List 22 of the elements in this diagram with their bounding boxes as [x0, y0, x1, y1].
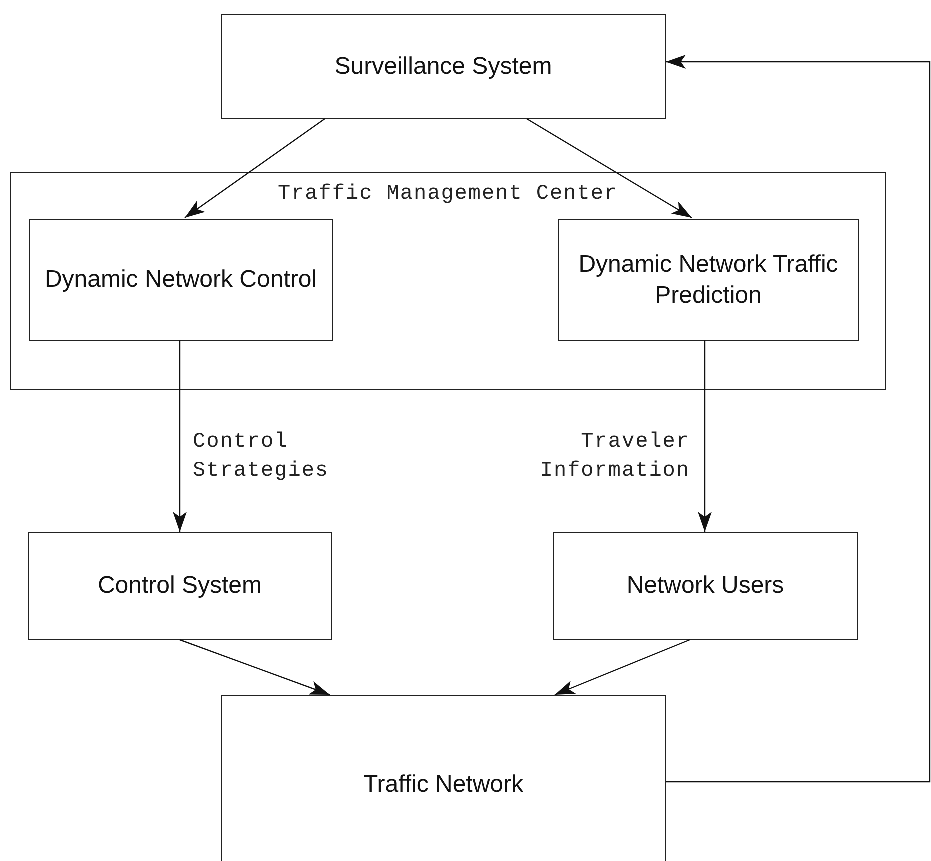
- arrow: [184, 118, 326, 218]
- arrow: [526, 118, 692, 219]
- edge-label: Control Strategies: [193, 430, 330, 486]
- arrow: [666, 55, 931, 783]
- arrow: [180, 639, 330, 696]
- process-box: [221, 14, 666, 119]
- process-box: [221, 695, 666, 861]
- edge-label: Traveler Information: [539, 430, 690, 486]
- arrow: [698, 340, 712, 532]
- box-label: Surveillance System: [334, 52, 552, 82]
- process-box: [553, 532, 858, 640]
- box-label: Traffic Network: [363, 770, 524, 800]
- box-label: Network Users: [626, 571, 784, 602]
- box-label: Dynamic Network Control: [44, 265, 318, 296]
- process-box: [29, 219, 333, 341]
- arrow: [173, 340, 187, 532]
- arrow: [554, 639, 690, 696]
- process-box: [558, 219, 859, 341]
- box-label: Dynamic Network Traffic Prediction: [578, 250, 840, 311]
- process-box: [28, 532, 332, 640]
- box-label: Control System: [98, 571, 262, 602]
- group-frame: [10, 172, 886, 390]
